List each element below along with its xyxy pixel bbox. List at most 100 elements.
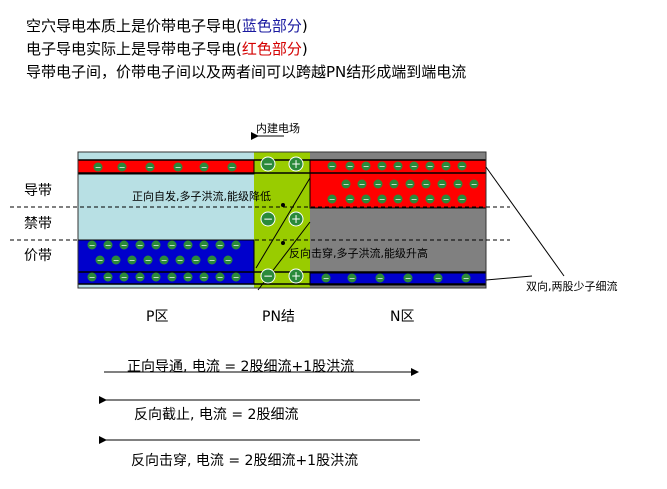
n-conduction-electron-r3-5-sign: − [411,195,418,204]
region-label-p: P区 [146,309,169,325]
p-valence-electron-r1-6-sign: − [185,241,192,250]
p-valence-electron-r3-9 [231,272,241,282]
p-valence-electron-r2-8 [223,255,233,265]
field-label: 内建电场 [256,122,300,135]
n-valence-electron-3 [403,273,413,283]
p-valence-electron-r2-7 [207,255,217,265]
n-conduction-electron-r2-1 [357,179,367,189]
n-conduction-electron-r2-8-sign: − [471,180,478,189]
intro-line1-end: ) [301,17,308,35]
junction-electron-top [260,156,276,172]
intro-line1-text: 空穴导电本质上是价带电子导电( [26,17,242,35]
p-conduction-electron-5 [227,162,237,172]
n-valence-electron-1-sign: − [349,274,356,283]
p-valence-electron-r2-4 [159,255,169,265]
n-conduction-electron-r3-5 [409,194,419,204]
n-conduction-electron-r2-2-sign: − [375,180,382,189]
n-conduction-electron-r2-4 [405,179,415,189]
n-conduction-electron-r3-8 [457,194,467,204]
junction-electron-bottom [260,268,276,284]
n-conduction-electron-r2-1-sign: − [359,180,366,189]
p-valence-electron-r3-5-sign: − [169,273,176,282]
p-valence-electron-r2-5-sign: − [177,256,184,265]
p-conduction-electron-3 [173,162,183,172]
intro-line1-blue: 蓝色部分 [241,17,302,35]
reverse-note-dot [281,241,285,245]
p-conduction-electron-0-sign: − [95,163,102,172]
n-conduction-electron-r1-5-sign: − [411,162,418,171]
n-conduction-electron-r3-4-sign: − [395,195,402,204]
p-valence-electron-r1-7-sign: − [201,241,208,250]
p-conduction-electron-4 [199,162,209,172]
junction-diagonal-upper [255,177,311,269]
n-conduction-electron-r2-3-sign: − [391,180,398,189]
pointer-line-top [485,166,565,277]
n-conduction-electron-r2-3 [389,179,399,189]
forward-note-dot [281,203,285,207]
n-conduction-electron-r1-4 [393,161,403,171]
p-valence-electron-r3-8-sign: − [217,273,224,282]
p-conduction-electron-1 [117,162,127,172]
p-valence-electron-r2-7-sign: − [209,256,216,265]
n-conduction-electron-r3-2-sign: − [363,195,370,204]
intro-line2-end: ) [301,40,308,58]
junction-hole-top [288,156,304,172]
p-valence-electron-r1-2-sign: − [121,241,128,250]
p-conduction-electron-0 [93,162,103,172]
p-valence-electron-r3-1-sign: − [105,273,112,282]
p-valence-electron-r3-2-sign: − [121,273,128,282]
p-valence-electron-r2-0-sign: − [97,256,104,265]
p-conduction-electron-5-sign: − [229,163,236,172]
junction-plus-bottom: + [291,269,301,283]
intro-line2-red: 红色部分 [241,40,302,58]
p-valence-electron-r2-2 [127,255,137,265]
n-conduction-electron-r2-0-sign: − [343,180,350,189]
reverse-note: 反向击穿,多子洪流,能级升高 [289,247,428,260]
p-valence-electron-r2-3-sign: − [145,256,152,265]
intro-line2-text: 电子导电实际上是导带电子导电( [26,40,242,58]
n-conduction-electron-r2-5-sign: − [423,180,430,189]
p-valence-electron-r1-1-sign: − [105,241,112,250]
region-label-pn: PN结 [262,309,295,325]
p-valence-electron-r3-9-sign: − [233,273,240,282]
p-valence-electron-r3-0 [87,272,97,282]
junction-minus-bottom: − [263,269,273,283]
p-valence-electron-r2-2-sign: − [129,256,136,265]
p-conduction-electron-3-sign: − [175,163,182,172]
n-conduction-electron-r1-0 [327,161,337,171]
carrier-dots: −−−−−−−−−−−−−−−−−−−−−−−−−−−−−−−−−−−−−−−−… [87,161,479,283]
junction-hole-bottom [288,268,304,284]
n-valence-electron-4-sign: − [435,274,442,283]
p-valence-electron-r1-0-sign: − [89,241,96,250]
n-conduction-electron-r1-6 [425,161,435,171]
p-valence-electron-r1-4-sign: − [153,241,160,250]
p-valence-electron-r1-3 [135,240,145,250]
junction-plus-mid: + [291,212,301,226]
intro-line-crossing: 导带电子间，价带电子间以及两者间可以跨越PN结形成端到端电流 [26,63,467,81]
n-conduction-electron-r3-7-sign: − [443,195,450,204]
p-valence-electron-r1-4 [151,240,161,250]
n-conduction-electron-r3-0 [327,194,337,204]
p-valence-electron-r1-6 [183,240,193,250]
n-conduction-electron-r1-0-sign: − [329,162,336,171]
n-valence-electron-1 [347,273,357,283]
junction-minus-top: − [263,157,273,171]
n-conduction-electron-r3-3-sign: − [379,195,386,204]
n-conduction-electron-r1-3-sign: − [379,162,386,171]
n-conduction-electron-r2-2 [373,179,383,189]
n-conduction-electron-r1-6-sign: − [427,162,434,171]
n-conduction-electron-r2-6-sign: − [439,180,446,189]
n-conduction-electron-r2-4-sign: − [407,180,414,189]
n-conduction-electron-r1-2-sign: − [363,162,370,171]
pointer-line-bottom [485,275,533,281]
diagram-border [77,151,487,289]
n-conduction-electron-r1-7-sign: − [443,162,450,171]
p-valence-electron-r1-2 [119,240,129,250]
p-valence-electron-r2-6-sign: − [193,256,200,265]
n-conduction-electron-r3-7 [441,194,451,204]
p-valence-electron-r2-1-sign: − [113,256,120,265]
n-conduction-electron-r3-6-sign: − [427,195,434,204]
n-conduction-electron-r1-8 [457,161,467,171]
case-forward-label: 正向导通, 电流 = 2股细流+1股洪流 [127,359,355,375]
